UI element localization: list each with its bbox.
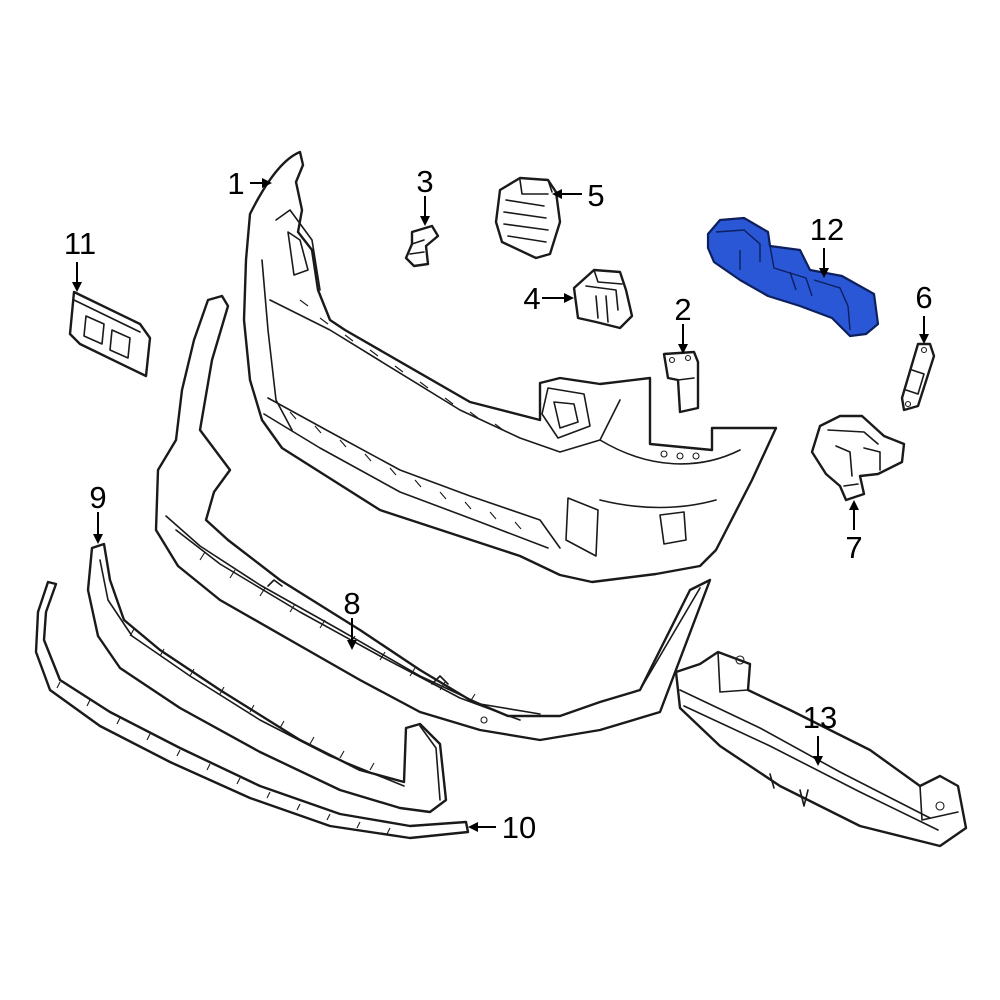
callout-5: 5 xyxy=(587,178,604,213)
part-2-bracket[interactable] xyxy=(662,350,700,414)
part-7-mount-bracket[interactable] xyxy=(810,414,906,502)
part-10-trim-strip[interactable] xyxy=(34,580,470,840)
part-11-license-bracket[interactable] xyxy=(68,290,152,378)
part-5-bracket[interactable] xyxy=(494,176,562,260)
callout-13: 13 xyxy=(803,700,837,735)
callout-1: 1 xyxy=(227,166,244,201)
callout-4: 4 xyxy=(523,281,540,316)
part-9-lower-molding[interactable] xyxy=(86,542,448,814)
callout-11: 11 xyxy=(64,226,96,261)
callout-3: 3 xyxy=(416,164,433,199)
callout-8: 8 xyxy=(343,586,360,621)
part-8-lower-valance[interactable] xyxy=(154,294,712,742)
callout-6: 6 xyxy=(915,280,932,315)
callout-7: 7 xyxy=(845,530,862,565)
callout-2: 2 xyxy=(674,292,691,327)
part-3-clip[interactable] xyxy=(404,224,440,268)
part-1-bumper-cover[interactable] xyxy=(242,150,778,584)
callout-12: 12 xyxy=(810,212,844,247)
callout-labels: 1 2 3 4 5 6 7 8 9 10 11 12 13 xyxy=(64,164,933,845)
part-6-bracket[interactable] xyxy=(900,342,936,412)
callout-10: 10 xyxy=(502,810,536,845)
part-4-bracket[interactable] xyxy=(572,268,634,330)
part-13-reinforcement-beam[interactable] xyxy=(674,650,968,848)
part-12-energy-absorber[interactable] xyxy=(706,216,880,338)
leader-arrows xyxy=(72,178,929,832)
callout-9: 9 xyxy=(89,480,106,515)
